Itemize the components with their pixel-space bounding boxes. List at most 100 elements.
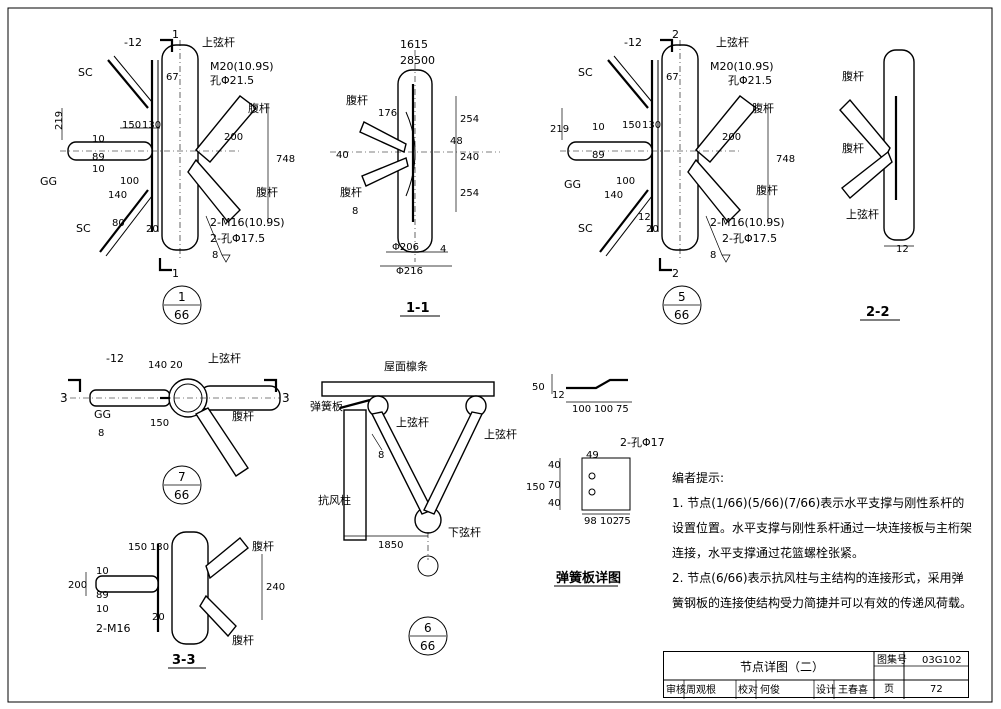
web-right <box>423 411 484 515</box>
wind-resist-column <box>343 409 367 541</box>
editor-notes: 编者提示: 1. 节点(1/66)(5/66)(7/66)表示水平支撑与刚性系杆… <box>672 466 972 616</box>
dim-219: 219 <box>54 111 65 130</box>
label-web-bottom: 腹杆 <box>756 183 778 197</box>
label-roof-purlin: 屋面檩条 <box>384 359 428 373</box>
label-sc-top: SC <box>578 66 593 79</box>
label-bolt: M20(10.9S) <box>210 60 274 73</box>
label-bolt: 2-M16 <box>96 622 130 635</box>
dim-130: 130 <box>642 120 661 131</box>
label-web-bottom: 腹杆 <box>256 185 278 199</box>
label-upper-chord: 上弦杆 <box>846 207 879 221</box>
section-mark-2-top: 2 <box>672 28 679 41</box>
detail-2-2: 腹杆 腹杆 上弦杆 12 2-2 <box>839 49 915 321</box>
spring-plate-plan <box>581 457 631 511</box>
dim-200: 200 <box>722 132 741 143</box>
dim-75a: 75 <box>616 404 629 415</box>
circle-num: 7 <box>178 470 186 484</box>
spring-plate-elevation <box>566 378 628 390</box>
circle-num: 5 <box>678 290 686 304</box>
web-stub-2 <box>361 157 409 187</box>
dim-40: 40 <box>336 150 349 161</box>
dim-20: 20 <box>646 224 659 235</box>
sheet-border <box>7 7 993 703</box>
atlas-number: 03G102 <box>922 655 962 666</box>
dim-150: 150 <box>150 418 169 429</box>
design-name: 王春喜 <box>838 683 868 696</box>
dim-89: 89 <box>92 152 105 163</box>
web-member-lower <box>687 158 741 224</box>
dim-254b: 254 <box>460 188 479 199</box>
note-1-text: 表示水平支撑与刚性系杆的设置位置。水平支撑与刚性系杆通过一块连接板与主桁架连接，… <box>672 496 973 560</box>
label-upper-chord-1: 上弦杆 <box>396 415 429 429</box>
dim-140: 140 <box>108 190 127 201</box>
upper-chord-pipe <box>883 49 915 241</box>
label-holes: 2-孔Φ17 <box>620 436 665 449</box>
note-1-refs: (1/66)(5/66)(7/66) <box>711 496 821 510</box>
label-web-1: 腹杆 <box>346 93 368 107</box>
web-member-upper <box>695 95 758 163</box>
label-gg: GG <box>40 175 57 188</box>
dim-89: 89 <box>96 590 109 601</box>
note-2-text: 表示抗风柱与主结构的连接形式，采用弹簧钢板的连接使结构受力简捷并可以有效的传递风… <box>672 571 973 610</box>
dim-40b: 40 <box>548 498 561 509</box>
dim-48: 48 <box>450 136 463 147</box>
dim-10a: 10 <box>96 566 109 577</box>
dim-weld-8: 8 <box>212 250 218 261</box>
label-web-1: 腹杆 <box>842 69 864 83</box>
roof-purlin <box>321 381 495 397</box>
label-bolt: M20(10.9S) <box>710 60 774 73</box>
detail-1: 1 1 上弦杆 M20(10.9S) 孔Φ21.5 腹杆 腹杆 2-M16(10… <box>40 28 295 325</box>
dim-67: 67 <box>166 72 179 83</box>
web-member-lower <box>199 594 237 638</box>
section-label-3-3: 3-3 <box>172 653 196 668</box>
web-member-lower <box>187 158 241 224</box>
dim-28500: 28500 <box>400 54 435 67</box>
dim-1850: 1850 <box>378 540 403 551</box>
label-bolt2: 2-M16(10.9S) <box>710 216 785 229</box>
dim-12: 12 <box>552 390 565 401</box>
label-hole2: 2-孔Φ17.5 <box>210 232 265 245</box>
label-bolt2: 2-M16(10.9S) <box>210 216 285 229</box>
detail-circle-6-66 <box>408 616 448 656</box>
dim-200: 200 <box>224 132 243 143</box>
dim-1615: 1615 <box>400 38 428 51</box>
label-sc-bottom: SC <box>76 222 91 235</box>
dim-10: 10 <box>592 122 605 133</box>
web-member-upper <box>195 95 258 163</box>
section-mark-1-top: 1 <box>172 28 179 41</box>
section-label-1-1: 1-1 <box>406 301 430 316</box>
section-mark-2-bottom: 2 <box>672 267 679 280</box>
dim-150: 150 <box>622 120 641 131</box>
dim-10a: 10 <box>92 134 105 145</box>
note-1: 1. 节点(1/66)(5/66)(7/66)表示水平支撑与刚性系杆的设置位置。… <box>672 491 972 566</box>
section-mark-3-left: 3 <box>60 391 68 405</box>
atlas-label: 图集号 <box>877 653 907 666</box>
label-web-top: 腹杆 <box>752 101 774 115</box>
dim-20: 20 <box>170 360 183 371</box>
label-spring-plate: 弹簧板 <box>310 399 343 413</box>
dim-49: 49 <box>586 450 599 461</box>
dim-240: 240 <box>460 152 479 163</box>
label-gg: GG <box>564 178 581 191</box>
dim-4: 4 <box>440 244 446 255</box>
check-name: 何俊 <box>760 683 780 696</box>
dim-67: 67 <box>666 72 679 83</box>
dim-200: 200 <box>68 580 87 591</box>
dim-12: 12 <box>638 212 651 223</box>
label-sc-bottom: SC <box>578 222 593 235</box>
note-1-prefix: 1. 节点 <box>672 496 712 510</box>
section-label-2-2: 2-2 <box>866 305 890 320</box>
dim-140: 140 <box>148 360 167 371</box>
web-member-upper <box>205 537 249 580</box>
dim-minus12: -12 <box>624 36 642 49</box>
dim-80: 80 <box>112 218 125 229</box>
dim-130: 130 <box>142 120 161 131</box>
label-hole2: 2-孔Φ17.5 <box>722 232 777 245</box>
dim-100: 100 <box>616 176 635 187</box>
detail-3-3: 腹杆 腹杆 2-M16 150 130 200 10 89 10 240 20 … <box>68 531 285 669</box>
dim-75b: 75 <box>618 516 631 527</box>
note-2-prefix: 2. 节点 <box>672 571 712 585</box>
label-web-top: 腹杆 <box>248 101 270 115</box>
dim-phi216: Φ216 <box>396 266 423 277</box>
